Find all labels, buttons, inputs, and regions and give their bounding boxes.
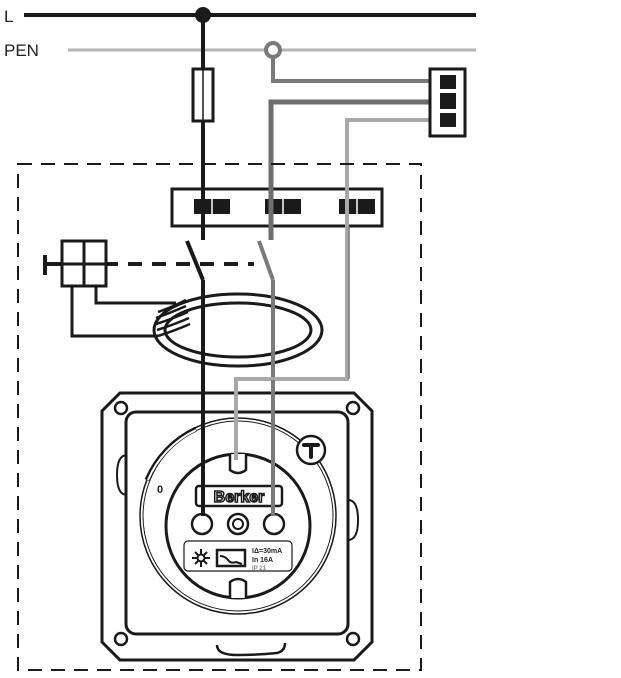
rating-ip: IP 21 [252, 566, 267, 572]
snowflake-temperature-icon [192, 549, 210, 567]
rating-current: In 16A [252, 557, 273, 564]
junction-pen [264, 41, 282, 59]
label-pen: PEN [4, 41, 39, 60]
terminal-2 [440, 93, 456, 109]
label-line: L [4, 7, 13, 26]
test-button-t [302, 443, 320, 459]
rating-residual-current: IΔ=30mA [252, 548, 282, 555]
frame-clip-bottom [215, 642, 287, 657]
frame-screw-hole [113, 631, 129, 647]
switch-contact-n [257, 240, 275, 281]
frame-screw-hole [345, 631, 361, 647]
earth-clip-bottom [228, 577, 248, 598]
toroid-core-outer [152, 292, 324, 368]
frame-clip-right [347, 499, 360, 541]
pin-hole-left [190, 512, 214, 536]
rcd-curve [219, 555, 243, 565]
shutter-center-inner [232, 518, 244, 530]
frame-screw-hole [113, 400, 129, 416]
brand-label: Berker [214, 489, 265, 506]
frame-screw-hole [345, 400, 361, 416]
device-enclosure-dashed [17, 163, 422, 671]
switch-contact-l [185, 240, 205, 281]
coil-lead-1 [70, 286, 158, 338]
position-indicator-arc-inner [147, 429, 197, 481]
coil-windings [155, 298, 191, 338]
position-marker: 0 [157, 484, 163, 496]
brand-label-box [194, 484, 284, 508]
coil-lead-2 [94, 286, 176, 305]
frame-clip-left [115, 454, 128, 496]
terminal-1 [440, 75, 456, 89]
toroid-core-inner [163, 301, 313, 359]
terminal-3 [440, 113, 456, 127]
pen-branch-wire [271, 57, 440, 83]
pin-hole-right [262, 512, 286, 536]
